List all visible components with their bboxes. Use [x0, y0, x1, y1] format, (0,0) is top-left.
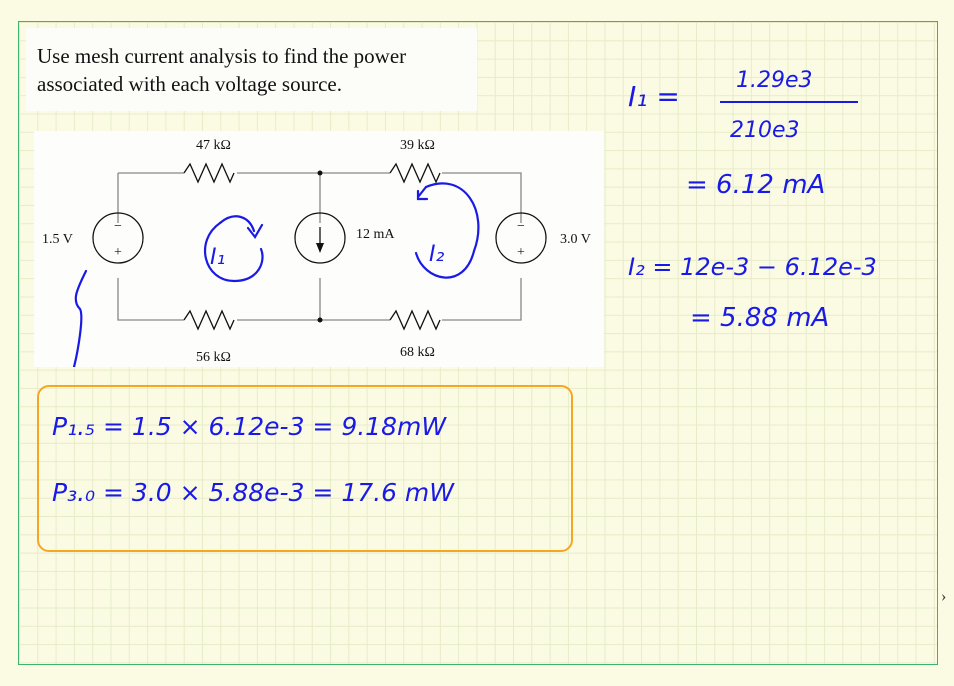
next-page-chevron-icon[interactable]: › — [941, 588, 947, 605]
power-1-5v: P₁.₅ = 1.5 × 6.12e-3 = 9.18mW — [52, 412, 447, 441]
problem-line-2: associated with each voltage source. — [37, 72, 342, 96]
voltage-source-right — [495, 212, 547, 264]
label-47k: 47 kΩ — [196, 138, 231, 153]
label-56k: 56 kΩ — [196, 350, 231, 365]
i1-denominator: 210e3 — [730, 118, 800, 143]
problem-statement: Use mesh current analysis to find the po… — [26, 28, 477, 111]
label-12ma: 12 mA — [356, 227, 395, 242]
i1-numerator: 1.29e3 — [736, 68, 813, 93]
current-arrow-icon — [316, 243, 324, 253]
label-68k: 68 kΩ — [400, 345, 435, 360]
resistor-39k — [389, 162, 441, 184]
current-source — [294, 212, 346, 264]
resistor-68k — [389, 309, 441, 331]
circuit-wire — [416, 185, 429, 201]
mesh1-loop — [204, 221, 264, 283]
circuit-wire — [317, 317, 323, 323]
power-results-box — [37, 385, 573, 552]
circuit-wire — [92, 162, 547, 331]
circuit-diagram: 47 kΩ 39 kΩ 56 kΩ 68 kΩ 1.5 V 3.0 V 12 m… — [34, 131, 604, 369]
mesh2-label: I₂ — [429, 242, 444, 267]
resistor-47k — [183, 162, 235, 184]
mesh2-loop — [414, 182, 480, 279]
i1-result: = 6.12 mA — [686, 170, 826, 200]
circuit-wire — [117, 172, 522, 321]
circuit-wire — [317, 170, 323, 176]
mesh1-label: I₁ — [210, 245, 225, 270]
i2-result: = 5.88 mA — [690, 303, 830, 333]
circuit-label: + — [517, 245, 525, 260]
problem-line-1: Use mesh current analysis to find the po… — [37, 44, 407, 68]
circuit-label: + — [114, 245, 122, 260]
circuit-label: − — [114, 219, 122, 234]
circuit-wire — [117, 172, 522, 321]
i2-equation: I₂ = 12e-3 − 6.12e-3 — [628, 253, 877, 281]
voltage-source-left — [92, 212, 144, 264]
i1-lhs: I₁ = — [628, 80, 680, 113]
label-1-5v: 1.5 V — [42, 232, 73, 247]
circuit-wire — [218, 215, 264, 239]
circuit-label: − — [517, 219, 525, 234]
label-3-0v: 3.0 V — [560, 232, 591, 247]
fraction-bar — [720, 101, 858, 103]
power-3-0v: P₃.₀ = 3.0 × 5.88e-3 = 17.6 mW — [52, 478, 455, 507]
annotation-squiggle — [72, 269, 88, 369]
resistor-56k — [183, 309, 235, 331]
circuit-wire — [72, 182, 480, 369]
label-39k: 39 kΩ — [400, 138, 435, 153]
